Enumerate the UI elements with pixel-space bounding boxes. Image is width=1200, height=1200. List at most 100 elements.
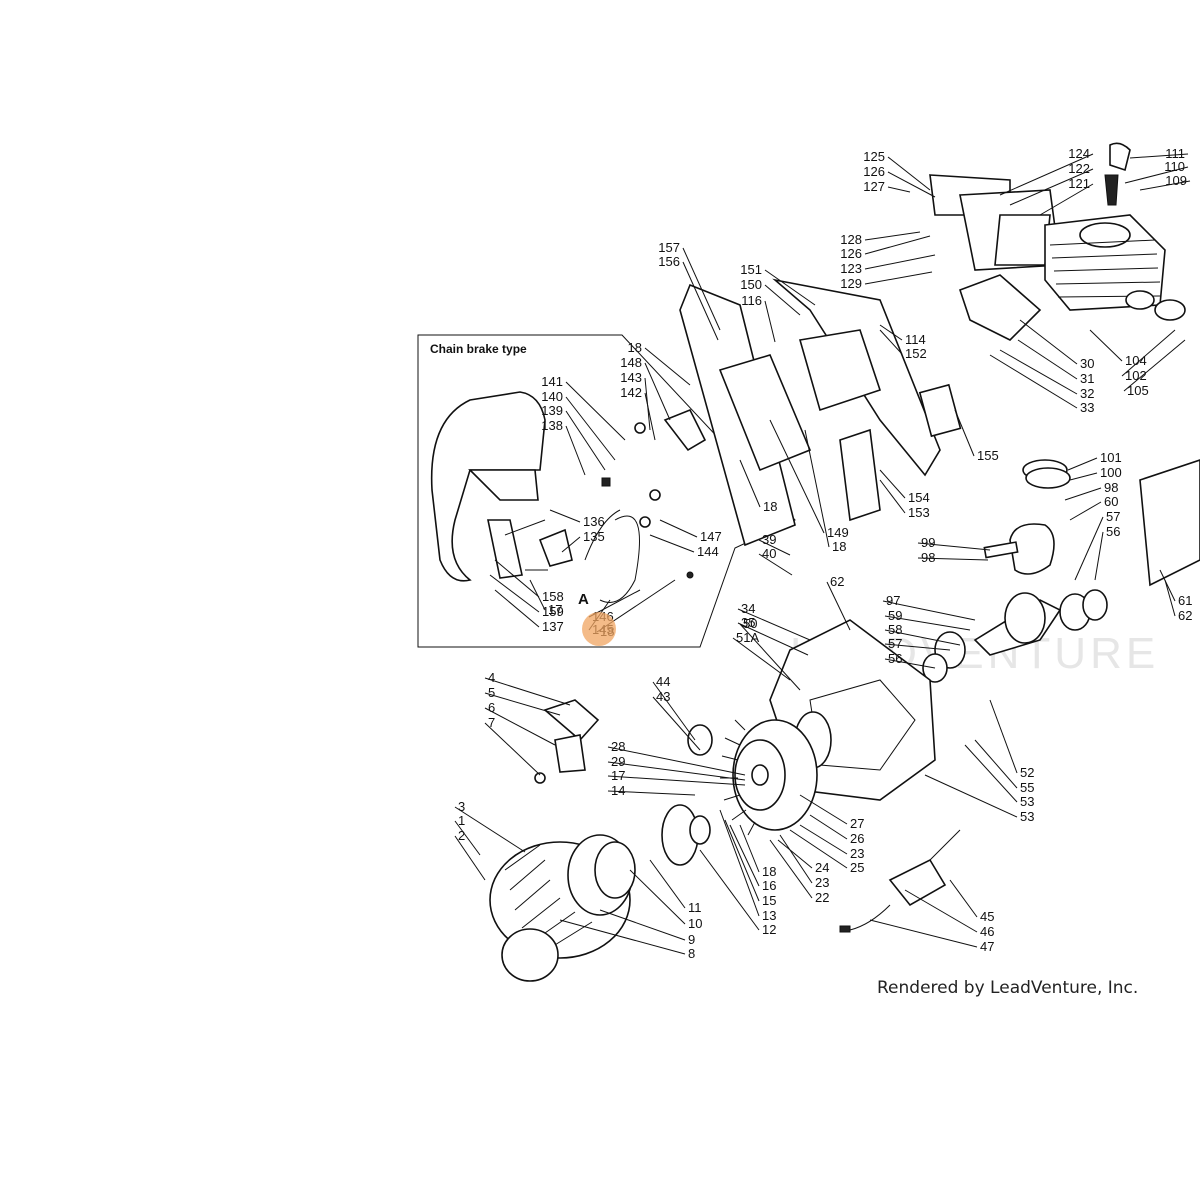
part-callout-14[interactable]: 14 [611, 783, 625, 798]
part-callout-18a[interactable]: 18 [628, 340, 642, 355]
part-callout-39[interactable]: 39 [762, 532, 776, 547]
part-callout-29[interactable]: 29 [611, 754, 625, 769]
part-callout-147[interactable]: 147 [700, 529, 722, 544]
part-callout-23b[interactable]: 23 [815, 875, 829, 890]
part-callout-104[interactable]: 104 [1125, 353, 1147, 368]
part-callout-151[interactable]: 151 [740, 262, 762, 277]
part-callout-116[interactable]: 116 [741, 293, 762, 308]
part-callout-139[interactable]: 139 [541, 403, 563, 418]
part-callout-13[interactable]: 13 [762, 908, 776, 923]
part-callout-136[interactable]: 136 [583, 514, 605, 529]
part-callout-99[interactable]: 99 [921, 535, 935, 550]
part-callout-98b[interactable]: 98 [921, 550, 935, 565]
part-callout-157[interactable]: 157 [658, 240, 680, 255]
part-callout-18b[interactable]: 18 [763, 499, 777, 514]
part-callout-143[interactable]: 143 [620, 370, 642, 385]
part-callout-100[interactable]: 100 [1100, 465, 1122, 480]
part-callout-122[interactable]: 122 [1068, 161, 1090, 176]
part-callout-25[interactable]: 25 [850, 860, 864, 875]
part-callout-53a[interactable]: 53 [1020, 794, 1034, 809]
part-callout-150[interactable]: 150 [740, 277, 762, 292]
part-callout-59[interactable]: 59 [888, 608, 902, 623]
part-callout-128[interactable]: 128 [840, 232, 862, 247]
part-callout-126b[interactable]: 126 [840, 246, 862, 261]
part-callout-17b[interactable]: 17 [611, 768, 625, 783]
part-callout-62b[interactable]: 62 [1178, 608, 1192, 623]
part-callout-105[interactable]: 105 [1127, 383, 1149, 398]
part-callout-110[interactable]: 110 [1164, 159, 1185, 174]
part-callout-31[interactable]: 31 [1080, 371, 1094, 386]
part-callout-135[interactable]: 135 [583, 529, 605, 544]
part-callout-16[interactable]: 16 [762, 878, 776, 893]
part-callout-62a[interactable]: 62 [830, 574, 844, 589]
part-callout-55[interactable]: 55 [1020, 780, 1034, 795]
part-callout-156[interactable]: 156 [658, 254, 680, 269]
part-callout-23a[interactable]: 23 [850, 846, 864, 861]
part-callout-129[interactable]: 129 [840, 276, 862, 291]
part-callout-58[interactable]: 58 [888, 622, 902, 637]
part-callout-154[interactable]: 154 [908, 490, 930, 505]
part-callout-28[interactable]: 28 [611, 739, 625, 754]
part-callout-47[interactable]: 47 [980, 939, 994, 954]
part-callout-2[interactable]: 2 [458, 828, 465, 843]
part-callout-101[interactable]: 101 [1100, 450, 1122, 465]
part-callout-32[interactable]: 32 [1080, 386, 1094, 401]
part-callout-102[interactable]: 102 [1125, 368, 1147, 383]
part-callout-53b[interactable]: 53 [1020, 809, 1034, 824]
part-callout-149[interactable]: 149 [827, 525, 849, 540]
part-callout-6[interactable]: 6 [488, 700, 495, 715]
part-callout-11[interactable]: 11 [688, 900, 702, 915]
part-callout-18c[interactable]: 18 [832, 539, 846, 554]
part-callout-61[interactable]: 61 [1178, 593, 1192, 608]
part-callout-158[interactable]: 158 [542, 589, 564, 604]
part-callout-56b[interactable]: 56 [888, 651, 902, 666]
part-callout-30[interactable]: 30 [1080, 356, 1094, 371]
part-callout-153[interactable]: 153 [908, 505, 930, 520]
highlighted-part-marker[interactable] [582, 612, 616, 646]
part-callout-127[interactable]: 127 [863, 179, 885, 194]
part-callout-5[interactable]: 5 [488, 685, 495, 700]
part-callout-10[interactable]: 10 [688, 916, 702, 931]
part-callout-51A[interactable]: 51A [736, 630, 759, 645]
part-callout-3[interactable]: 3 [458, 799, 465, 814]
part-callout-26[interactable]: 26 [850, 831, 864, 846]
part-callout-60[interactable]: 60 [1104, 494, 1118, 509]
part-callout-125[interactable]: 125 [863, 149, 885, 164]
part-callout-152[interactable]: 152 [905, 346, 927, 361]
part-callout-18e[interactable]: 18 [762, 864, 776, 879]
part-callout-141[interactable]: 141 [541, 374, 563, 389]
part-callout-46[interactable]: 46 [980, 924, 994, 939]
part-callout-33[interactable]: 33 [1080, 400, 1094, 415]
part-callout-22[interactable]: 22 [815, 890, 829, 905]
part-callout-9[interactable]: 9 [688, 932, 695, 947]
part-callout-148[interactable]: 148 [620, 355, 642, 370]
part-callout-98a[interactable]: 98 [1104, 480, 1118, 495]
part-callout-137[interactable]: 137 [542, 619, 564, 634]
part-callout-123[interactable]: 123 [840, 261, 862, 276]
part-callout-34[interactable]: 34 [741, 601, 755, 616]
part-callout-8[interactable]: 8 [688, 946, 695, 961]
part-callout-45[interactable]: 45 [980, 909, 994, 924]
part-callout-111[interactable]: 111 [1165, 146, 1185, 161]
part-callout-97[interactable]: 97 [886, 593, 900, 608]
part-callout-17a[interactable]: 17 [548, 602, 562, 617]
part-callout-126a[interactable]: 126 [863, 164, 885, 179]
part-callout-4[interactable]: 4 [488, 670, 495, 685]
part-callout-121[interactable]: 121 [1068, 176, 1090, 191]
part-callout-140[interactable]: 140 [541, 389, 563, 404]
part-callout-1[interactable]: 1 [458, 813, 465, 828]
part-callout-35[interactable]: 35 [741, 615, 755, 630]
part-callout-114[interactable]: 114 [905, 332, 926, 347]
part-callout-124[interactable]: 124 [1068, 146, 1090, 161]
part-callout-43[interactable]: 43 [656, 689, 670, 704]
part-callout-44[interactable]: 44 [656, 674, 670, 689]
part-callout-15[interactable]: 15 [762, 893, 776, 908]
part-callout-159[interactable]: 159 [542, 604, 564, 619]
part-callout-40[interactable]: 40 [762, 546, 776, 561]
part-callout-52[interactable]: 52 [1020, 765, 1034, 780]
part-callout-138[interactable]: 138 [541, 418, 563, 433]
part-callout-7[interactable]: 7 [488, 715, 495, 730]
part-callout-27[interactable]: 27 [850, 816, 864, 831]
part-callout-12[interactable]: 12 [762, 922, 776, 937]
part-callout-109[interactable]: 109 [1165, 173, 1187, 188]
